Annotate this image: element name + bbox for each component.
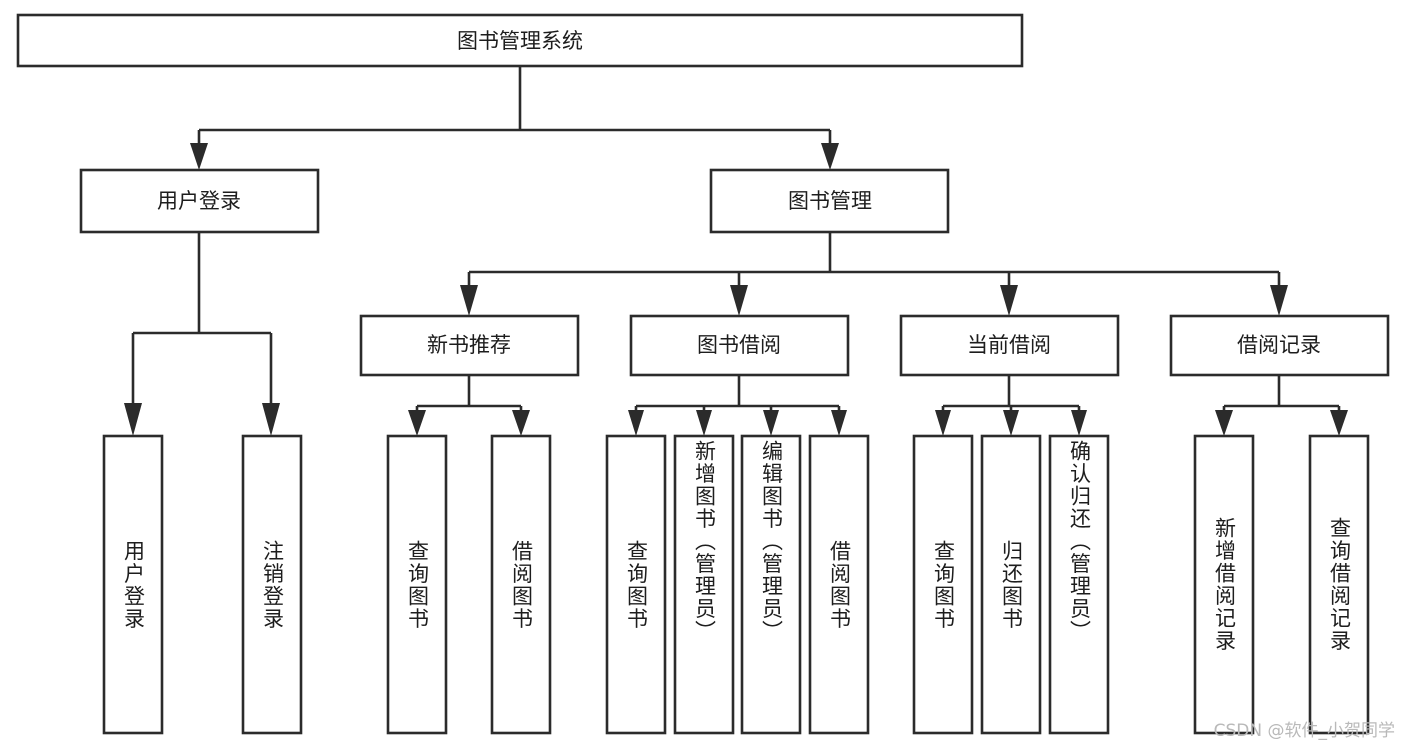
arrowhead-leaf-logout-login	[262, 403, 280, 436]
connector-group-current-borrow	[935, 375, 1087, 436]
leaf-box-group	[102, 434, 1370, 735]
connector-group-root	[190, 66, 839, 170]
arrowhead-new-book-recommend	[460, 285, 478, 316]
arrowhead-leaf-add-book-admin	[696, 410, 712, 436]
arrowhead-book-manage	[821, 143, 839, 170]
node-book-borrow[interactable]: 图书借阅	[629, 314, 850, 377]
node-user-login-box[interactable]	[79, 168, 320, 234]
node-borrow-record-box[interactable]	[1169, 314, 1390, 377]
leaf-box-query-borrow-record[interactable]	[1308, 434, 1370, 735]
node-book-borrow-label: 图书借阅	[697, 333, 781, 357]
arrowhead-leaf-query-book-2	[628, 410, 644, 436]
arrowhead-leaf-user-login	[124, 403, 142, 436]
connector-group-borrow-record	[1215, 375, 1348, 436]
csdn-watermark: CSDN @软件_小贺同学	[1213, 721, 1395, 741]
connector-group-user-login	[124, 232, 280, 436]
leaf-box-edit-book-admin[interactable]	[740, 434, 802, 735]
leaf-box-borrow-book-1[interactable]	[490, 434, 552, 735]
arrowhead-leaf-query-book-3	[935, 410, 951, 436]
leaf-box-return-book[interactable]	[980, 434, 1042, 735]
arrowhead-leaf-return-book	[1003, 410, 1019, 436]
node-user-login[interactable]: 用户登录	[79, 168, 320, 234]
leaf-box-query-book-3[interactable]	[912, 434, 974, 735]
arrowhead-leaf-confirm-return-admin	[1071, 410, 1087, 436]
leaf-box-query-book-1[interactable]	[386, 434, 448, 735]
arrowhead-leaf-query-borrow-record	[1330, 410, 1348, 436]
arrowhead-user-login	[190, 143, 208, 170]
leaf-box-logout-login[interactable]	[241, 434, 303, 735]
node-borrow-record[interactable]: 借阅记录	[1169, 314, 1390, 377]
node-root-label: 图书管理系统	[457, 29, 583, 53]
node-root-box[interactable]	[16, 13, 1024, 68]
leaf-box-add-borrow-record[interactable]	[1193, 434, 1255, 735]
arrowhead-leaf-borrow-book-1	[512, 410, 530, 436]
connector-group-book-borrow	[628, 375, 847, 436]
leaf-box-confirm-return-admin[interactable]	[1048, 434, 1110, 735]
node-borrow-record-label: 借阅记录	[1237, 333, 1321, 357]
node-new-book-recommend-label: 新书推荐	[427, 333, 511, 357]
node-current-borrow-box[interactable]	[899, 314, 1120, 377]
node-root[interactable]: 图书管理系统	[16, 13, 1024, 68]
node-current-borrow[interactable]: 当前借阅	[899, 314, 1120, 377]
node-book-manage[interactable]: 图书管理	[709, 168, 950, 234]
node-book-borrow-box[interactable]	[629, 314, 850, 377]
node-book-manage-label: 图书管理	[788, 189, 872, 213]
arrowhead-borrow-record	[1270, 285, 1288, 316]
leaf-box-query-book-2[interactable]	[605, 434, 667, 735]
arrowhead-book-borrow	[730, 285, 748, 316]
node-new-book-recommend-box[interactable]	[359, 314, 580, 377]
leaf-box-add-book-admin[interactable]	[673, 434, 735, 735]
leaf-box-user-login[interactable]	[102, 434, 164, 735]
arrowhead-current-borrow	[1000, 285, 1018, 316]
arrowhead-leaf-add-borrow-record	[1215, 410, 1233, 436]
node-book-manage-box[interactable]	[709, 168, 950, 234]
connector-group-book-manage	[460, 232, 1288, 316]
connector-group-new-book-recommend	[408, 375, 530, 436]
node-current-borrow-label: 当前借阅	[967, 333, 1051, 357]
node-new-book-recommend[interactable]: 新书推荐	[359, 314, 580, 377]
node-user-login-label: 用户登录	[157, 189, 241, 213]
arrowhead-leaf-edit-book-admin	[763, 410, 779, 436]
leaf-box-borrow-book-2[interactable]	[808, 434, 870, 735]
arrowhead-leaf-query-book-1	[408, 410, 426, 436]
arrowhead-leaf-borrow-book-2	[831, 410, 847, 436]
